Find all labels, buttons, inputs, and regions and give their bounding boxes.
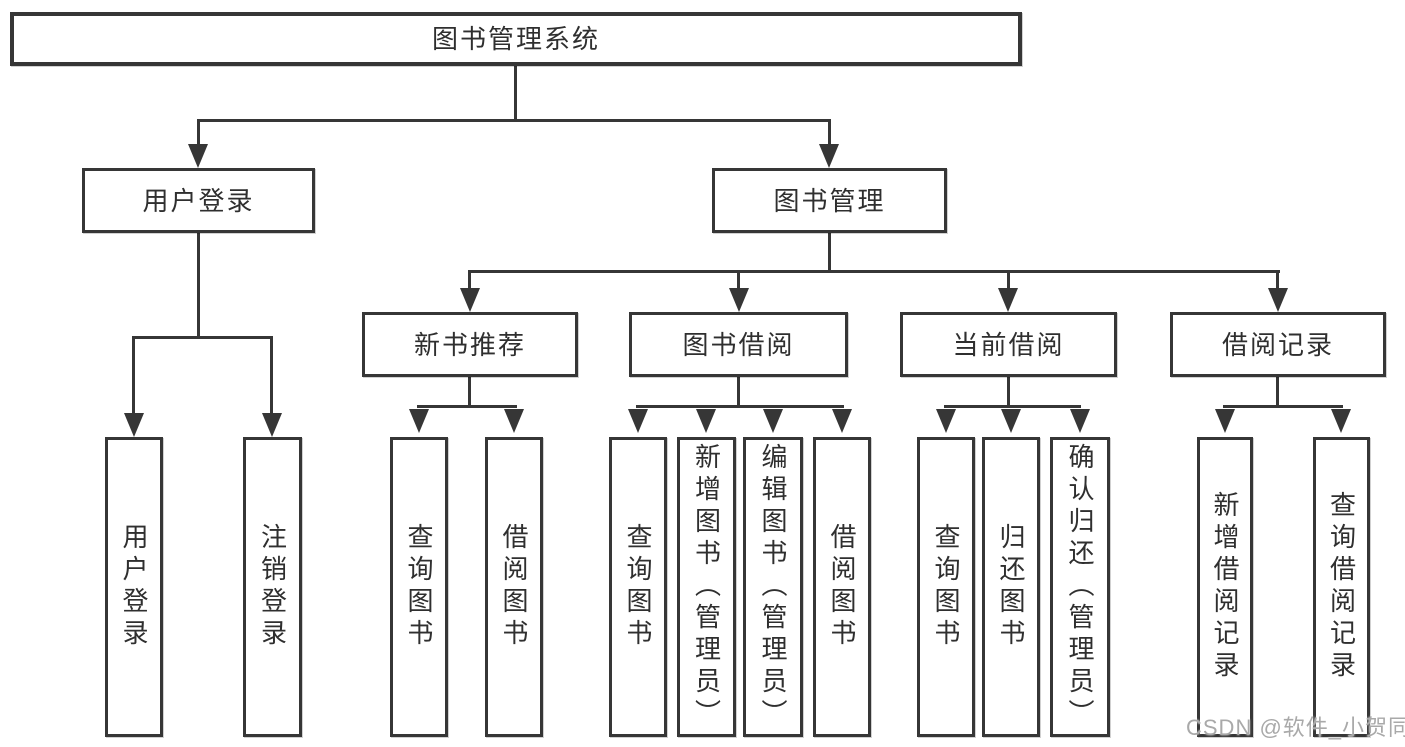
node-label: 新书推荐: [413, 329, 526, 360]
leaf-user-login: 用户登录: [105, 437, 163, 737]
leaf-label: 借阅图书: [499, 523, 529, 651]
connector-bookmgmt-drop-2: [737, 270, 740, 290]
leaf-return-books: 归还图书: [982, 437, 1040, 737]
leaf-query-borrow-record: 查询借阅记录: [1313, 437, 1370, 737]
node-label: 借阅记录: [1221, 329, 1334, 360]
connector-userlogin-drop-right: [270, 336, 273, 415]
leaf-borrow-books-newbook: 借阅图书: [485, 437, 543, 737]
connector-bookmgmt-stem: [828, 233, 831, 273]
watermark: CSDN @软件_小贺同学: [1186, 715, 1405, 740]
leaf-label: 新增借阅记录: [1210, 491, 1240, 683]
connector-newbook-rail: [417, 405, 517, 408]
leaf-query-books-current: 查询图书: [917, 437, 975, 737]
arrow-down-icon: [1070, 409, 1090, 433]
node-borrowing-records: 借阅记录: [1170, 312, 1386, 377]
connector-current-rail: [944, 405, 1081, 408]
connector-root-drop-left: [197, 119, 200, 147]
node-user-login: 用户登录: [82, 168, 315, 233]
connector-borrowing-stem: [737, 377, 740, 408]
arrow-down-icon: [763, 409, 783, 433]
arrow-down-icon: [188, 144, 208, 168]
node-book-borrowing: 图书借阅: [629, 312, 848, 377]
arrow-down-icon: [262, 413, 282, 437]
arrow-down-icon: [628, 409, 648, 433]
connector-records-stem: [1276, 377, 1279, 408]
connector-current-stem: [1007, 377, 1010, 408]
arrow-down-icon: [1268, 288, 1288, 312]
leaf-add-books-admin: 新增图书（管理员）: [677, 437, 736, 737]
node-label: 图书管理: [773, 185, 886, 216]
leaf-label: 注销登录: [257, 523, 288, 651]
leaf-confirm-return-admin: 确认归还（管理员）: [1050, 437, 1110, 737]
leaf-label: 用户登录: [119, 523, 149, 651]
arrow-down-icon: [124, 413, 144, 437]
connector-newbook-stem: [468, 377, 471, 408]
connector-userlogin-rail: [132, 336, 273, 339]
arrow-down-icon: [696, 409, 716, 433]
arrow-down-icon: [409, 409, 429, 433]
leaf-label: 确认归还（管理员）: [1065, 443, 1095, 731]
node-label: 用户登录: [142, 185, 255, 216]
arrow-down-icon: [729, 288, 749, 312]
node-book-management: 图书管理: [712, 168, 947, 233]
arrow-down-icon: [1001, 409, 1021, 433]
connector-borrowing-rail: [636, 405, 844, 408]
connector-userlogin-stem: [197, 233, 200, 339]
node-label: 图书管理系统: [431, 24, 600, 54]
arrow-down-icon: [819, 144, 839, 168]
leaf-label: 查询图书: [404, 523, 434, 651]
node-library-management-system: 图书管理系统: [10, 12, 1022, 66]
leaf-label: 新增图书（管理员）: [691, 443, 722, 731]
arrow-down-icon: [936, 409, 956, 433]
connector-bookmgmt-drop-4: [1276, 270, 1279, 290]
node-label: 当前借阅: [952, 329, 1065, 360]
node-current-borrowing: 当前借阅: [900, 312, 1117, 377]
connector-bookmgmt-rail: [468, 270, 1280, 273]
leaf-logout-login: 注销登录: [243, 437, 302, 737]
leaf-borrow-books-borrowing: 借阅图书: [813, 437, 871, 737]
leaf-query-books-borrowing: 查询图书: [609, 437, 667, 737]
arrow-down-icon: [460, 288, 480, 312]
node-label: 图书借阅: [682, 329, 795, 360]
leaf-label: 归还图书: [996, 523, 1026, 651]
connector-userlogin-drop-left: [132, 336, 135, 415]
connector-root-drop-right: [828, 119, 831, 147]
leaf-label: 借阅图书: [827, 523, 857, 651]
arrow-down-icon: [504, 409, 524, 433]
leaf-label: 编辑图书（管理员）: [758, 443, 788, 731]
leaf-query-books-newbook: 查询图书: [390, 437, 448, 737]
connector-records-rail: [1223, 405, 1343, 408]
arrow-down-icon: [832, 409, 852, 433]
leaf-label: 查询图书: [623, 523, 653, 651]
leaf-add-borrow-record: 新增借阅记录: [1197, 437, 1253, 737]
node-new-book-recommendation: 新书推荐: [362, 312, 578, 377]
connector-root-rail: [197, 119, 831, 122]
connector-root-stem: [514, 66, 517, 122]
leaf-label: 查询借阅记录: [1326, 491, 1357, 683]
connector-bookmgmt-drop-3: [1007, 270, 1010, 290]
leaf-edit-books-admin: 编辑图书（管理员）: [743, 437, 803, 737]
arrow-down-icon: [1215, 409, 1235, 433]
arrow-down-icon: [1331, 409, 1351, 433]
arrow-down-icon: [998, 288, 1018, 312]
connector-bookmgmt-drop-1: [468, 270, 471, 290]
leaf-label: 查询图书: [931, 523, 961, 651]
